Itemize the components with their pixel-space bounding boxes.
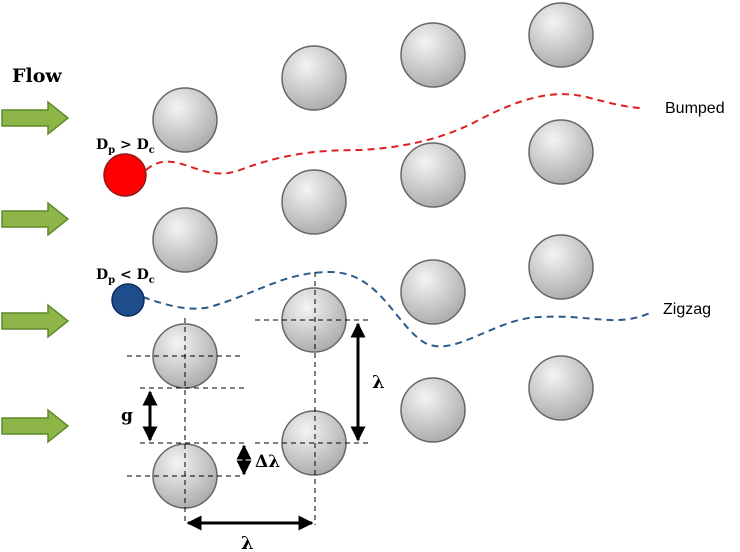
- flow-arrow-icon: [1, 201, 70, 237]
- pillar: [400, 22, 466, 88]
- pillar: [400, 259, 466, 325]
- dimension-arrows: [142, 322, 366, 531]
- flow-arrow-icon: [1, 303, 70, 339]
- pillar: [152, 207, 218, 273]
- pillar: [281, 169, 347, 235]
- large-particle: [103, 153, 147, 197]
- row-shift-label: Δλ: [255, 452, 280, 472]
- large-particle-label: Dp > Dc: [96, 137, 155, 156]
- pillar: [400, 142, 466, 208]
- pillar: [528, 355, 594, 421]
- horizontal-pitch-label: λ: [241, 533, 254, 552]
- pillar: [400, 377, 466, 443]
- flow-arrow-icon: [1, 408, 70, 444]
- bumped-trajectory: [145, 93, 641, 175]
- small-particle-label: Dp < Dc: [96, 267, 155, 286]
- bumped-label: Bumped: [665, 100, 725, 117]
- vertical-pitch-label: λ: [372, 372, 385, 393]
- construction-lines: [127, 272, 372, 525]
- pillar: [528, 234, 594, 300]
- gap-label: g: [121, 406, 133, 426]
- zigzag-label: Zigzag: [663, 301, 711, 318]
- pillar-array: [152, 2, 594, 509]
- zigzag-trajectory: [142, 270, 651, 348]
- flow-label: Flow: [12, 65, 62, 87]
- flow-arrow-icon: [1, 100, 70, 136]
- pillar: [528, 2, 594, 68]
- flow-arrows: [1, 100, 70, 444]
- pillar: [281, 45, 347, 111]
- small-particle: [111, 283, 145, 317]
- pillar: [152, 87, 218, 153]
- pillar: [528, 119, 594, 185]
